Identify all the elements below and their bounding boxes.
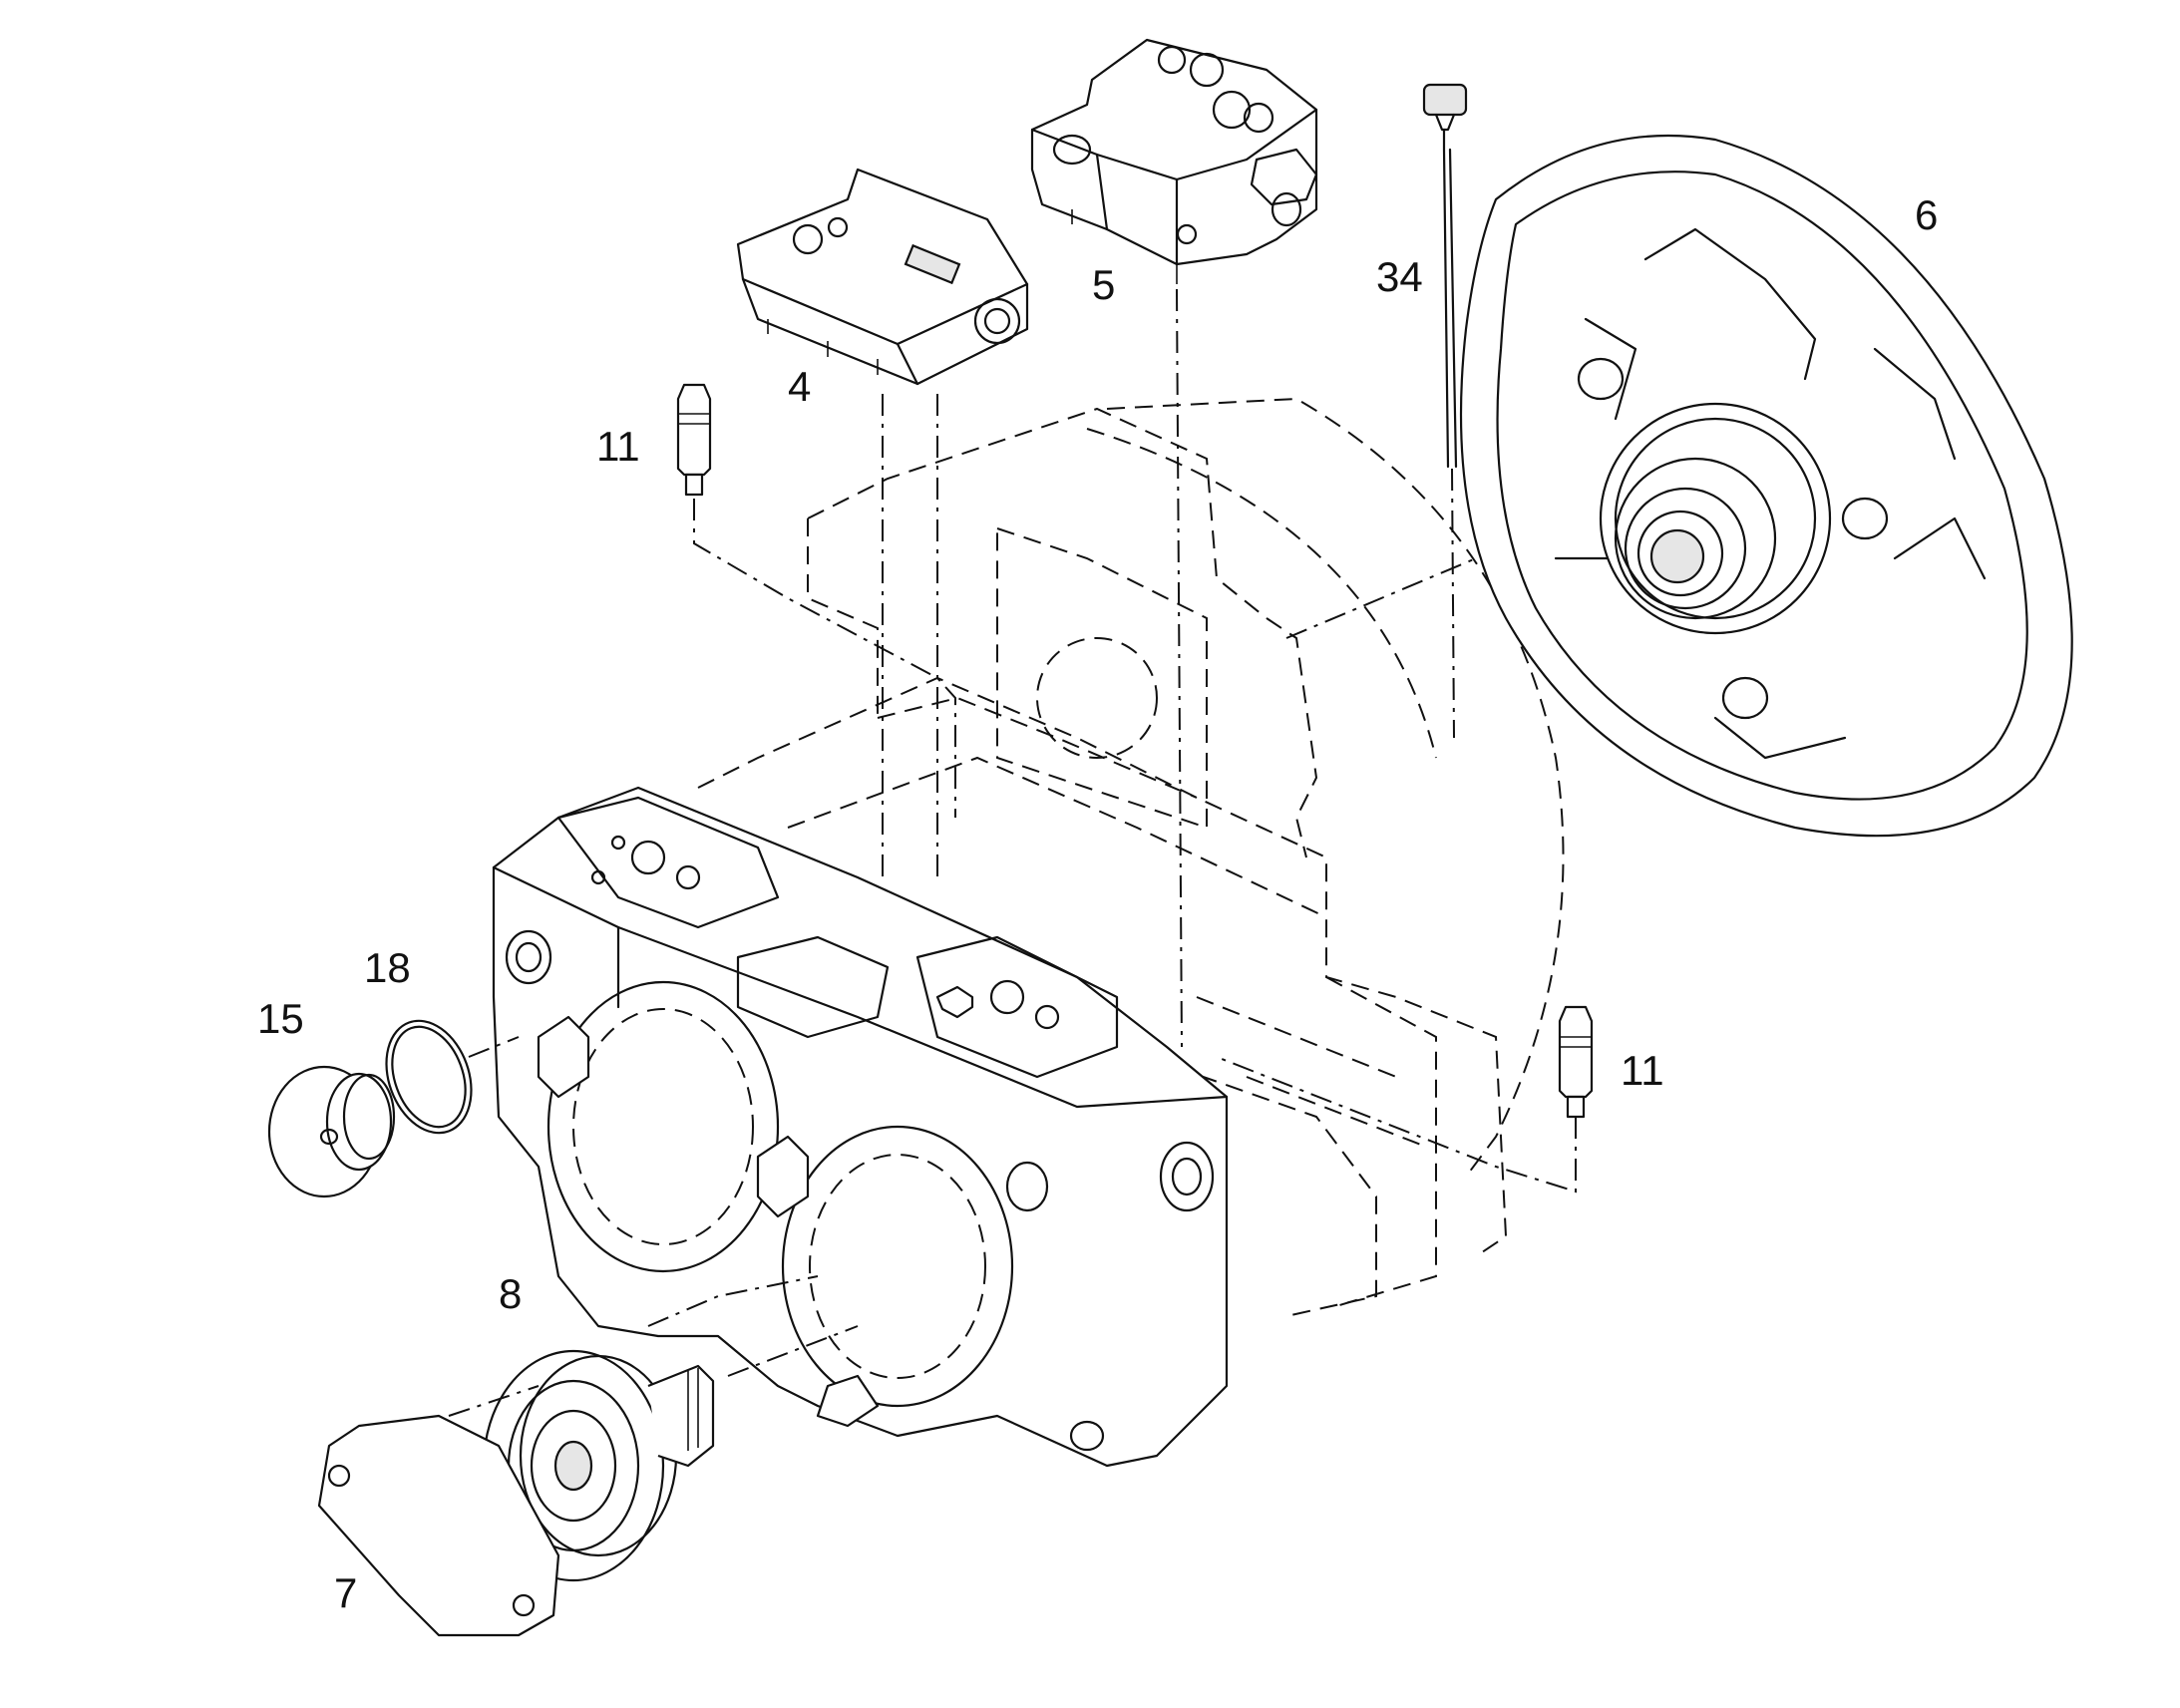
callout-4: 4 bbox=[788, 363, 811, 410]
transmission-housing bbox=[697, 397, 1565, 1317]
callout-5: 5 bbox=[1092, 261, 1115, 308]
callout-11-lower: 11 bbox=[1621, 1047, 1664, 1094]
part-4-valve-block bbox=[736, 168, 1029, 386]
part-18-o-ring bbox=[385, 1019, 473, 1135]
part-15-cap bbox=[267, 1065, 396, 1198]
callout-11-upper: 11 bbox=[596, 423, 640, 470]
part-7-cover-plate bbox=[317, 1414, 560, 1637]
front-housing-block bbox=[492, 786, 1229, 1468]
callout-labels: 4 5 6 7 8 11 11 15 18 34 bbox=[257, 191, 1938, 1616]
callout-34: 34 bbox=[1376, 253, 1423, 300]
callout-7: 7 bbox=[334, 1569, 357, 1616]
part-5-control-valve bbox=[1030, 38, 1318, 284]
part-6-rear-cover bbox=[1459, 134, 2073, 838]
callout-6: 6 bbox=[1915, 191, 1938, 238]
callout-8: 8 bbox=[499, 1270, 522, 1317]
callout-15: 15 bbox=[257, 995, 304, 1042]
callout-18: 18 bbox=[364, 944, 411, 991]
assembly-center-lines bbox=[448, 288, 1577, 1417]
part-11-plug-lower bbox=[1558, 1005, 1594, 1119]
part-34-dipstick bbox=[1422, 83, 1468, 469]
part-11-plug-upper bbox=[676, 383, 712, 497]
